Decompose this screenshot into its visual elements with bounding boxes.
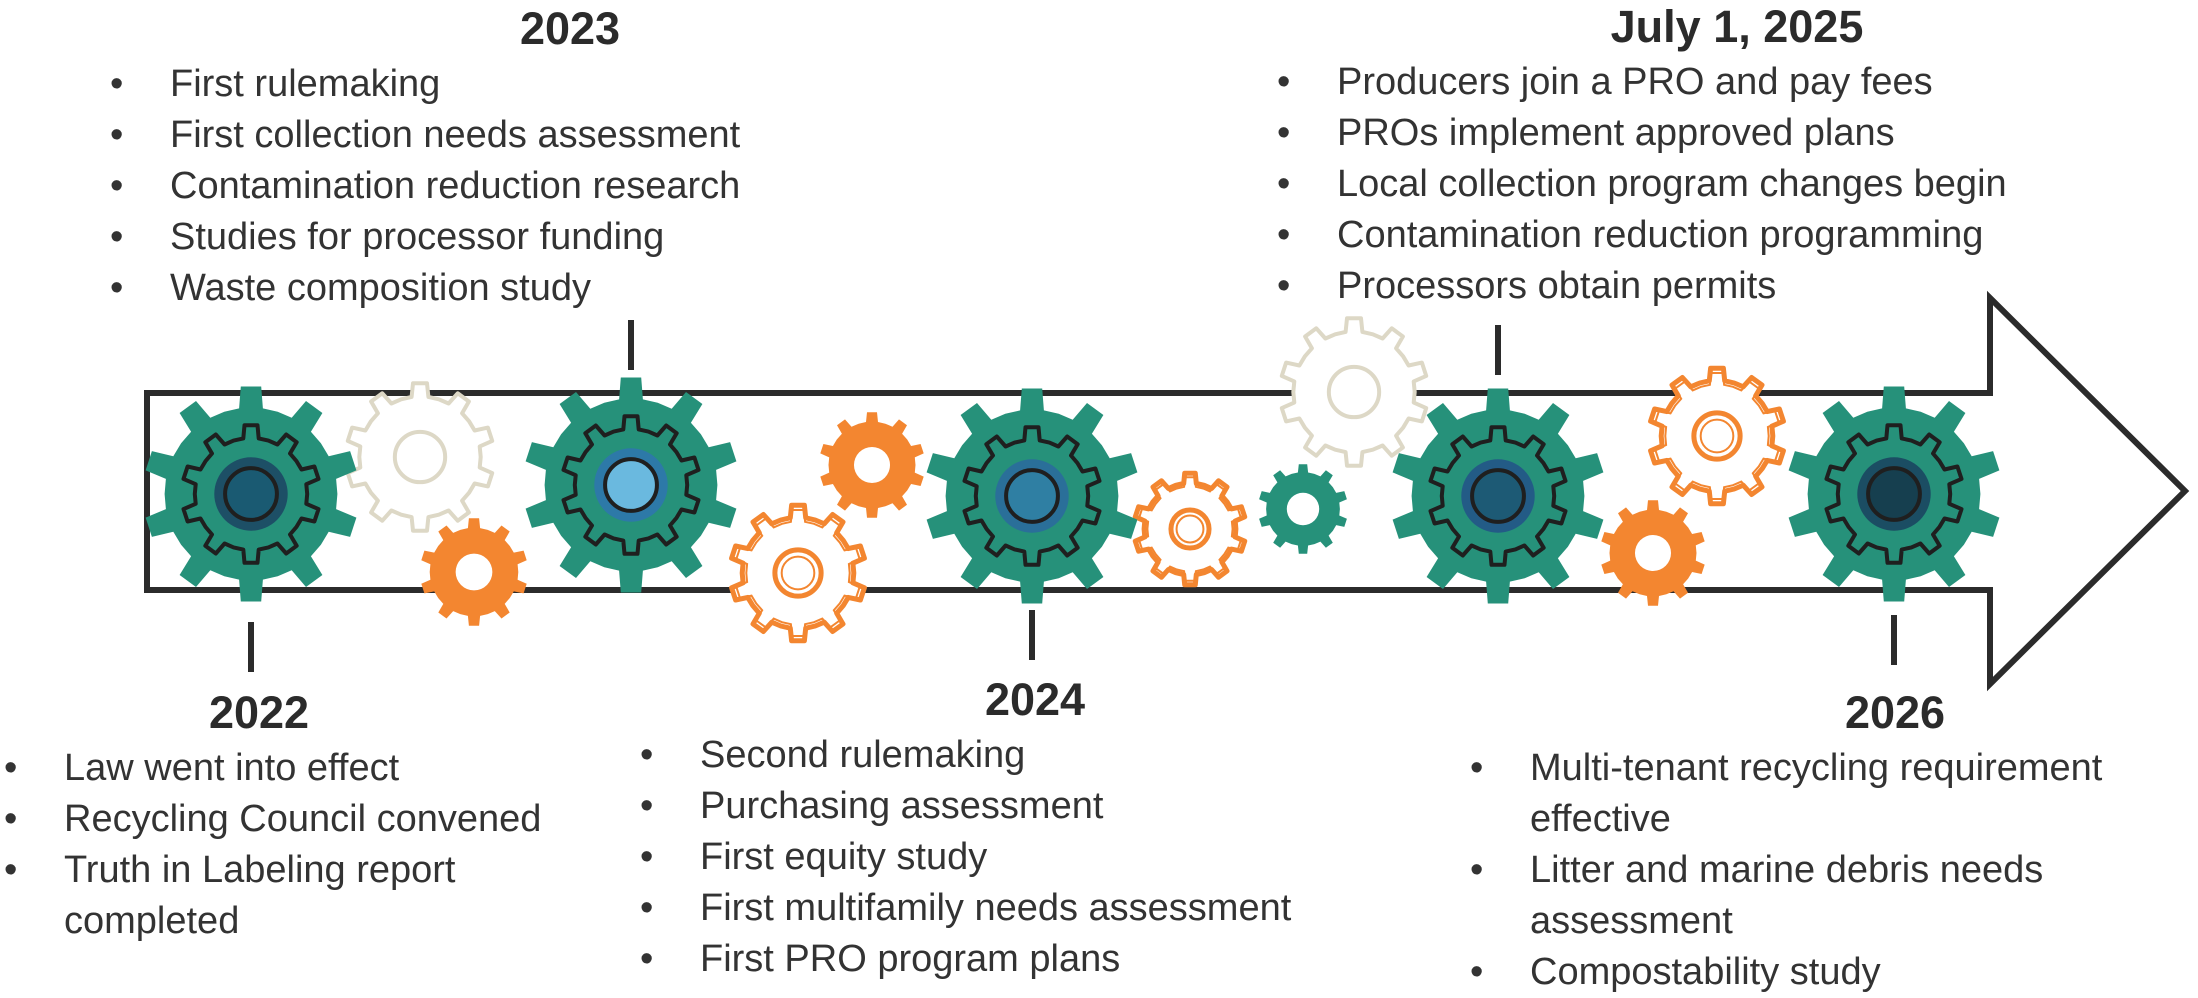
list-item-text: Purchasing assessment — [700, 785, 1104, 827]
teal-gear-icon — [1259, 464, 1347, 554]
milestone-year: 2024 — [984, 674, 1086, 725]
bullet-icon: • — [110, 216, 124, 258]
bullet-icon: • — [640, 836, 654, 878]
milestone-items: • Second rulemaking • Purchasing assessment… — [640, 730, 1430, 985]
bullet-icon: • — [640, 938, 654, 980]
bullet-icon: • — [1470, 951, 1484, 993]
bullet-icon: • — [640, 887, 654, 929]
list-item: • First PRO program plans — [640, 934, 1430, 985]
orange-gear-icon — [1601, 500, 1705, 606]
list-item-text: Contamination reduction research — [170, 165, 741, 207]
list-item-text: First equity study — [700, 836, 988, 878]
list-item-text: Second rulemaking — [700, 734, 1026, 776]
list-item-text: Litter and marine debris needs — [1530, 849, 2044, 891]
list-item-text: Compostability study — [1530, 951, 1881, 993]
bullet-icon: • — [4, 747, 18, 789]
list-item: • First equity study — [640, 832, 1430, 883]
list-item: • First multifamily needs assessment — [640, 883, 1430, 934]
milestone-2024: 2024 • Second rulemaking • Purchasing asses… — [640, 677, 1430, 985]
milestone-items: • Law went into effect • Recycling Council … — [4, 743, 541, 947]
list-item: • Law went into effect — [4, 743, 541, 794]
bullet-icon: • — [110, 165, 124, 207]
list-item: • First rulemaking — [110, 59, 1030, 110]
milestone-year: July 1, 2025 — [1610, 1, 1864, 52]
list-item-text: First rulemaking — [170, 63, 441, 105]
list-item-text: Processors obtain permits — [1337, 265, 1777, 307]
beige-gear-icon — [345, 381, 495, 533]
list-item: • Recycling Council convened — [4, 794, 541, 845]
milestone-2023: 2023 • First rulemaking • First collection … — [110, 6, 1030, 314]
list-item: • Producers join a PRO and pay fees — [1277, 57, 2197, 108]
list-item-text: completed — [64, 900, 240, 942]
list-item: • Multi-tenant recycling requirement effec… — [1470, 743, 2198, 845]
gear-2025-icon — [1392, 388, 1604, 604]
milestone-2026: 2026 • Multi-tenant recycling requirement… — [1470, 690, 2198, 998]
bullet-icon: • — [1277, 214, 1291, 256]
milestone-items: • Producers join a PRO and pay fees • PROs … — [1277, 57, 2197, 312]
milestone-2025: July 1, 2025 • Producers join a PRO and p… — [1277, 4, 2197, 312]
list-item-text: Recycling Council convened — [64, 798, 542, 840]
list-item-text: assessment — [1530, 900, 1733, 942]
bullet-icon: • — [1277, 112, 1291, 154]
list-item-text: PROs implement approved plans — [1337, 112, 1895, 154]
list-item: • PROs implement approved plans — [1277, 108, 2197, 159]
list-item: • Truth in Labeling report completed — [4, 845, 541, 947]
milestone-2022: 2022 • Law went into effect • Recycling Cou… — [4, 690, 541, 947]
bullet-icon: • — [1470, 747, 1484, 789]
list-item: • Studies for processor funding — [110, 212, 1030, 263]
bullet-icon: • — [1470, 849, 1484, 891]
list-item-text: First collection needs assessment — [170, 114, 741, 156]
bullet-icon: • — [640, 734, 654, 776]
list-item-text: effective — [1530, 798, 1671, 840]
list-item: • Second rulemaking — [640, 730, 1430, 781]
gear-layer — [145, 316, 2000, 644]
list-item-text: Multi-tenant recycling requirement — [1530, 747, 2103, 789]
gear-2024-icon — [926, 388, 1138, 604]
orange-gear-icon — [1132, 470, 1248, 588]
bullet-icon: • — [110, 267, 124, 309]
milestone-items: • Multi-tenant recycling requirement effec… — [1470, 743, 2198, 998]
list-item-text: Studies for processor funding — [170, 216, 665, 258]
milestone-items: • First rulemaking • First collection needs… — [110, 59, 1030, 314]
bullet-icon: • — [1277, 61, 1291, 103]
list-item: • Compostability study — [1470, 947, 2198, 998]
list-item: • First collection needs assessment — [110, 110, 1030, 161]
list-item-text: First multifamily needs assessment — [700, 887, 1292, 929]
milestone-year: 2026 — [1844, 687, 1946, 738]
gear-2026-icon — [1788, 386, 2000, 602]
list-item: • Waste composition study — [110, 263, 1030, 314]
list-item: • Litter and marine debris needs assessmen… — [1470, 845, 2198, 947]
bullet-icon: • — [1277, 265, 1291, 307]
bullet-icon: • — [640, 785, 654, 827]
orange-gear-icon — [820, 412, 924, 518]
milestone-year: 2022 — [208, 687, 310, 738]
list-item-text: Law went into effect — [64, 747, 400, 789]
list-item: • Processors obtain permits — [1277, 261, 2197, 312]
list-item-text: Contamination reduction programming — [1337, 214, 1984, 256]
orange-gear-icon — [729, 502, 867, 644]
bullet-icon: • — [4, 849, 18, 891]
bullet-icon: • — [1277, 163, 1291, 205]
list-item-text: Truth in Labeling report — [64, 849, 456, 891]
list-item: • Contamination reduction programming — [1277, 210, 2197, 261]
orange-gear-icon — [421, 518, 527, 626]
gear-2022-icon — [145, 386, 357, 602]
bullet-icon: • — [110, 63, 124, 105]
gear-2023-icon — [525, 377, 737, 593]
orange-gear-icon — [1648, 365, 1786, 507]
list-item: • Contamination reduction research — [110, 161, 1030, 212]
milestone-year: 2023 — [519, 3, 621, 54]
list-item: • Purchasing assessment — [640, 781, 1430, 832]
beige-gear-icon — [1279, 316, 1429, 468]
list-item-text: Local collection program changes begin — [1337, 163, 2007, 205]
list-item: • Local collection program changes begin — [1277, 159, 2197, 210]
bullet-icon: • — [4, 798, 18, 840]
list-item-text: First PRO program plans — [700, 938, 1121, 980]
list-item-text: Producers join a PRO and pay fees — [1337, 61, 1933, 103]
list-item-text: Waste composition study — [170, 267, 591, 309]
bullet-icon: • — [110, 114, 124, 156]
